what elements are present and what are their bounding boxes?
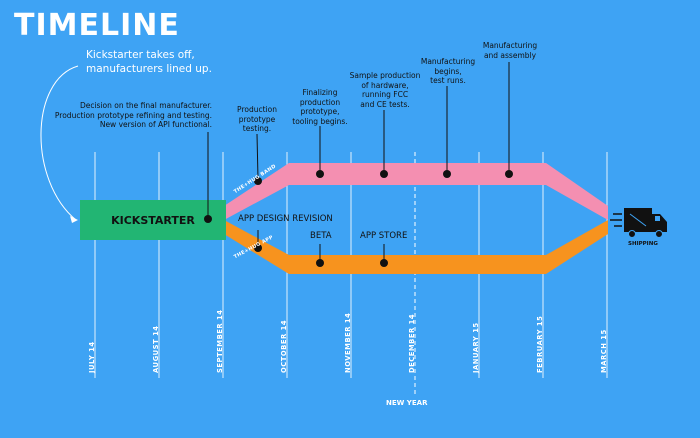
- month-label: NOVEMBER 14: [344, 312, 352, 373]
- note-finalizing: Finalizing production prototype, tooling…: [292, 88, 348, 126]
- milestone-dot-mfg-begins: [443, 170, 451, 178]
- app-orange-track: [224, 220, 608, 274]
- month-label: AUGUST 14: [152, 325, 160, 373]
- note-prototype-testing: Production prototype testing.: [237, 105, 277, 133]
- month-label: FEBRUARY 15: [536, 315, 544, 373]
- app-beta-label: BETA: [310, 231, 332, 241]
- note-mfg-begins: Manufacturing begins, test runs.: [420, 57, 476, 85]
- month-label: JANUARY 15: [472, 322, 480, 373]
- kickstarter-label: KICKSTARTER: [111, 213, 195, 227]
- month-label: OCTOBER 14: [280, 319, 288, 373]
- truck-icon: [610, 208, 667, 238]
- app-design-revision-label: APP DESIGN REVISION: [238, 214, 333, 224]
- month-label: JULY 14: [88, 341, 96, 373]
- milestone-dot-beta: [316, 259, 324, 267]
- new-year-label: NEW YEAR: [386, 399, 428, 407]
- milestone-dot-decision: [204, 215, 212, 223]
- shipping-label: SHIPPING: [628, 241, 658, 247]
- milestone-dot-mfg-assembly: [505, 170, 513, 178]
- note-mfg-assembly: Manufacturing and assembly: [482, 41, 538, 60]
- kickstarter-box: [80, 200, 226, 240]
- milestone-dot-design-revision: [254, 244, 262, 252]
- headline-arrow-head: [70, 216, 78, 223]
- note-sample: Sample production of hardware, running F…: [349, 71, 421, 109]
- band-pink-track: [224, 163, 608, 220]
- milestone-dot-sample: [380, 170, 388, 178]
- milestone-dot-finalizing: [316, 170, 324, 178]
- month-label: DECEMBER 14: [408, 313, 416, 373]
- month-label: SEPTEMBER 14: [216, 309, 224, 373]
- milestone-dot-app-store: [380, 259, 388, 267]
- milestone-dot-prototype-testing: [254, 177, 262, 185]
- page-title: TIMELINE: [14, 8, 180, 43]
- note-decision: Decision on the final manufacturer. Prod…: [54, 101, 212, 129]
- app-store-label: APP STORE: [360, 231, 408, 241]
- month-label: MARCH 15: [600, 329, 608, 373]
- headline-text: Kickstarter takes off, manufacturers lin…: [86, 49, 212, 75]
- headline-arrow: [40, 65, 79, 221]
- leader-prototype-testing: [256, 133, 259, 180]
